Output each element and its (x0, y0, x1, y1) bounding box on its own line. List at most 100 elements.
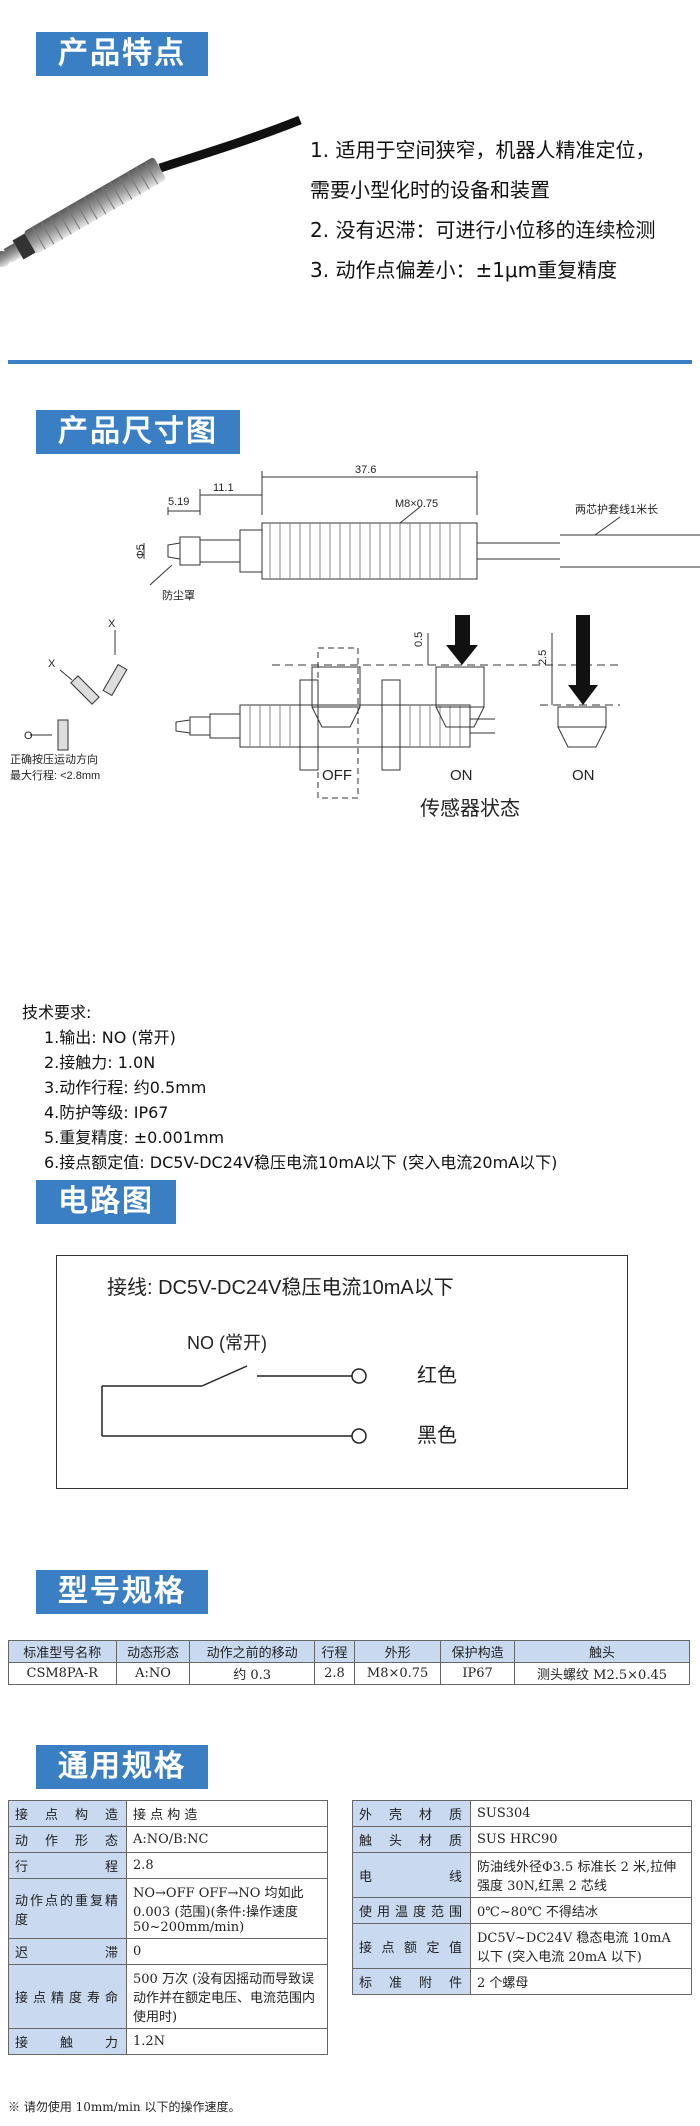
feature-item: 3. 动作点偏差小：±1μm重复精度 (310, 258, 618, 282)
dim-shank-length: 11.1 (213, 482, 234, 494)
table-header: 外形 (354, 1640, 442, 1663)
spec-key: 动作形态 (8, 1826, 127, 1853)
feature-item: 需要小型化时的设备和装置 (310, 178, 550, 202)
max-stroke-label: 最大行程: <2.8mm (10, 768, 100, 782)
tech-line: 2.接触力: 1.0N (44, 1053, 156, 1072)
spec-value: 2 个螺母 (470, 1968, 692, 1995)
tech-line: 5.重复精度: ±0.001mm (44, 1128, 225, 1147)
dim-tip-length: 5.19 (168, 496, 189, 508)
section-title-features: 产品特点 (36, 32, 208, 76)
spec-value: SUS304 (470, 1800, 692, 1827)
tech-line: 3.动作行程: 约0.5mm (44, 1078, 207, 1097)
table-header: 动态形态 (115, 1640, 191, 1663)
spec-value: 0℃~80℃ 不得结冰 (470, 1897, 692, 1924)
direction-x-left: X (48, 658, 56, 670)
section-divider (8, 360, 692, 364)
tech-line: 6.接点额定值: DC5V-DC24V稳压电流10mA以下 (突入电流20mA以… (44, 1153, 558, 1172)
tech-requirements: 技术要求: 1.输出: NO (常开) 2.接触力: 1.0N 3.动作行程: … (22, 1000, 557, 1175)
table-cell: CSM8PA-R (8, 1662, 117, 1685)
spec-row: 接点构造接 点 构 造 (8, 1800, 328, 1827)
circuit-wiring-label: 接线: DC5V-DC24V稳压电流10mA以下 (107, 1276, 454, 1299)
table-cell: M8×0.75 (354, 1662, 442, 1685)
spec-key: 使用温度范围 (352, 1897, 471, 1924)
spec-value: A:NO/B:NC (126, 1826, 328, 1853)
dimension-drawing: 37.6 11.1 5.19 M8×0.75 Φ5 两芯护套线1米长 防尘罩 X… (10, 465, 700, 820)
usage-note: ※ 请勿使用 10mm/min 以下的操作速度。 (8, 2100, 241, 2114)
spec-value: NO→OFF OFF→NO 均如此 0.003 (范围)(条件:操作速度 50~… (126, 1878, 328, 1939)
direction-x-top: X (108, 618, 116, 630)
table-cell: 约 0.3 (189, 1662, 315, 1685)
dust-cover-label: 防尘罩 (162, 588, 195, 602)
circuit-no-label: NO (常开) (187, 1333, 267, 1353)
spec-key: 标准附件 (352, 1968, 471, 1995)
direction-o: O (24, 730, 33, 742)
dim-diameter: Φ5 (135, 544, 147, 559)
table-cell: 测头螺纹 M2.5×0.45 (514, 1662, 690, 1685)
spec-value: 防油线外径Φ3.5 标准长 2 米,拉伸强度 30N,红黑 2 芯线 (470, 1852, 692, 1898)
spec-key: 行程 (8, 1852, 127, 1879)
spec-row: 电线防油线外径Φ3.5 标准长 2 米,拉伸强度 30N,红黑 2 芯线 (352, 1852, 692, 1898)
state-offset-25: 2.5 (537, 650, 549, 665)
feature-item: 1. 适用于空间狭窄，机器人精准定位， (310, 138, 656, 162)
spec-key: 触头材质 (352, 1826, 471, 1853)
tech-line: 4.防护等级: IP67 (44, 1103, 169, 1122)
section-title-dimensions: 产品尺寸图 (36, 410, 240, 454)
state-off-label: OFF (322, 767, 352, 784)
table-header: 动作之前的移动 (189, 1640, 315, 1663)
spec-value: 0 (126, 1938, 328, 1965)
model-table: 标准型号名称 动态形态 动作之前的移动 行程 外形 保护构造 触头 CSM8PA… (8, 1640, 690, 1685)
table-header: 标准型号名称 (8, 1640, 117, 1663)
sensor-product-image (0, 115, 302, 267)
spec-value: 2.8 (126, 1852, 328, 1879)
table-row: CSM8PA-R A:NO 约 0.3 2.8 M8×0.75 IP67 测头螺… (8, 1662, 690, 1685)
spec-key: 电线 (352, 1852, 471, 1898)
spec-value: 500 万次 (没有因摇动而导致误动作并在额定电压、电流范围内使用时) (126, 1964, 328, 2029)
table-cell: IP67 (440, 1662, 516, 1685)
spec-key: 动作点的重复精度 (8, 1878, 127, 1939)
feature-item: 2. 没有迟滞：可进行小位移的连续检测 (310, 218, 656, 242)
tech-line: 1.输出: NO (常开) (44, 1028, 176, 1047)
table-header: 触头 (514, 1640, 690, 1663)
spec-key: 接触力 (8, 2028, 127, 2055)
state-on-label-1: ON (450, 767, 473, 784)
section-title-model: 型号规格 (36, 1570, 208, 1614)
state-offset-05: 0.5 (413, 632, 425, 647)
wire-black-label: 黑色 (417, 1424, 457, 1447)
circuit-diagram: 接线: DC5V-DC24V稳压电流10mA以下 NO (常开) 红色 黑色 (56, 1255, 628, 1489)
direction-caption: 正确按压运动方向 (10, 752, 98, 766)
dim-overall-length: 37.6 (355, 465, 376, 476)
spec-value: SUS HRC90 (470, 1826, 692, 1853)
table-cell: A:NO (115, 1662, 191, 1685)
spec-key: 外壳材质 (352, 1800, 471, 1827)
state-on-label-2: ON (572, 767, 595, 784)
cable-label: 两芯护套线1米长 (575, 502, 658, 516)
spec-value: 1.2N (126, 2028, 328, 2055)
spec-value: 接 点 构 造 (126, 1800, 328, 1827)
wire-red-label: 红色 (417, 1364, 457, 1387)
section-title-general: 通用规格 (36, 1745, 208, 1789)
table-cell: 2.8 (313, 1662, 356, 1685)
table-header: 保护构造 (440, 1640, 516, 1663)
spec-key: 接点精度寿命 (8, 1964, 127, 2029)
spec-key: 接点额定值 (352, 1923, 471, 1969)
dim-thread: M8×0.75 (395, 498, 438, 510)
spec-key: 接点构造 (8, 1800, 127, 1827)
table-header: 行程 (313, 1640, 356, 1663)
sensor-status-caption: 传感器状态 (420, 797, 520, 820)
spec-key: 迟滞 (8, 1938, 127, 1965)
spec-value: DC5V~DC24V 稳态电流 10mA 以下 (突入电流 20mA 以下) (470, 1923, 692, 1969)
tech-heading: 技术要求: (22, 1003, 92, 1022)
